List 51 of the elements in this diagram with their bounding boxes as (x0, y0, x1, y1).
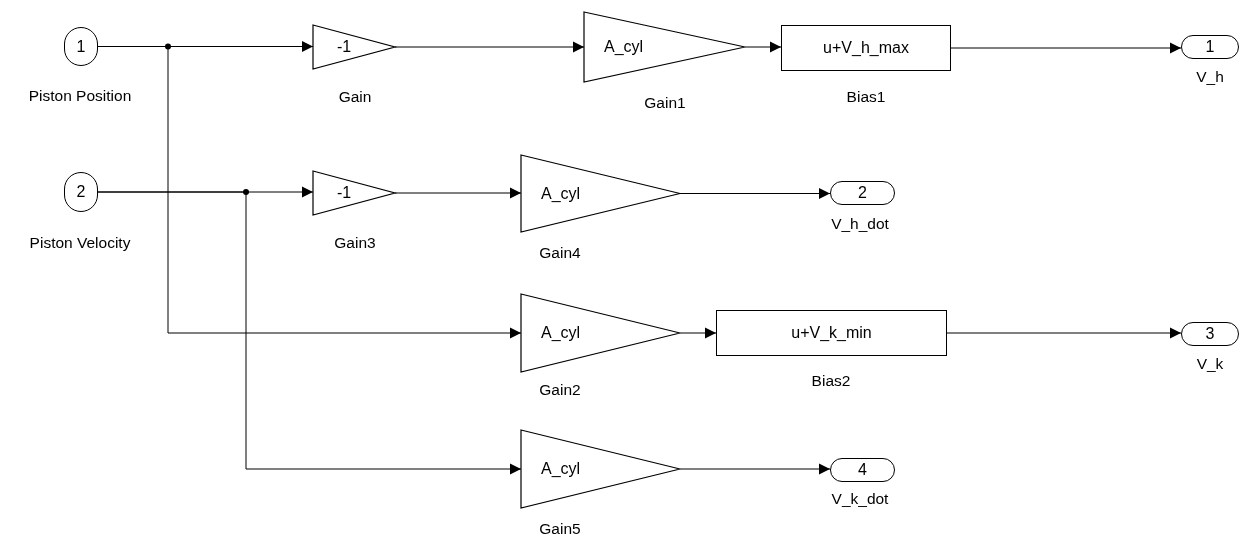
gain-block (313, 171, 395, 215)
block-parameter: 1 (76, 37, 86, 56)
outport-block (830, 181, 895, 205)
block-parameter: 4 (858, 461, 867, 479)
signal-line (679, 327, 717, 339)
block-name: Piston Position (28, 87, 132, 105)
block-parameter: 2 (858, 184, 867, 202)
block-name: Gain3 (334, 234, 376, 252)
block-name: Bias1 (846, 88, 886, 106)
outport-block (1181, 322, 1239, 346)
block-parameter: A_cyl (541, 324, 581, 342)
block-name: V_k (1196, 355, 1224, 373)
gain-block (313, 25, 395, 69)
block-name: V_h (1196, 68, 1224, 86)
block-parameter: -1 (337, 38, 352, 56)
gain-block (521, 155, 680, 232)
inport-block (64, 172, 98, 212)
block-name: Bias2 (811, 372, 851, 390)
block-parameter: A_cyl (541, 460, 581, 478)
gain-block (584, 12, 745, 82)
block-parameter: A_cyl (541, 184, 581, 203)
bias-block (716, 310, 947, 356)
block-name: V_h_dot (831, 215, 889, 233)
block-name: Gain2 (539, 381, 581, 399)
block-parameter: A_cyl (604, 38, 644, 56)
signal-line (679, 463, 831, 475)
gain-block (521, 430, 680, 508)
block-parameter: 2 (76, 183, 86, 201)
block-name: Gain5 (539, 520, 581, 538)
gain-block (521, 294, 680, 372)
block-parameter: u+V_h_max (823, 39, 909, 57)
block-parameter: 1 (1205, 38, 1215, 56)
signal-line (950, 42, 1182, 54)
signal-line (679, 188, 831, 199)
block-parameter: -1 (337, 184, 352, 202)
signal-line (394, 41, 585, 53)
signal-line (744, 41, 782, 53)
bias-block (781, 25, 951, 71)
block-parameter: 3 (1205, 325, 1215, 343)
signal-line (97, 191, 522, 475)
block-name: Gain (338, 88, 372, 106)
block-name: V_k_dot (831, 490, 889, 508)
outport-block (1181, 35, 1239, 59)
block-name: Gain1 (644, 94, 686, 112)
signal-line (946, 327, 1182, 339)
outport-block (830, 458, 895, 482)
signal-line (394, 187, 522, 199)
block-name: Piston Velocity (29, 234, 131, 252)
inport-block (64, 27, 98, 66)
block-parameter: u+V_k_min (791, 324, 872, 342)
block-name: Gain4 (539, 244, 581, 262)
